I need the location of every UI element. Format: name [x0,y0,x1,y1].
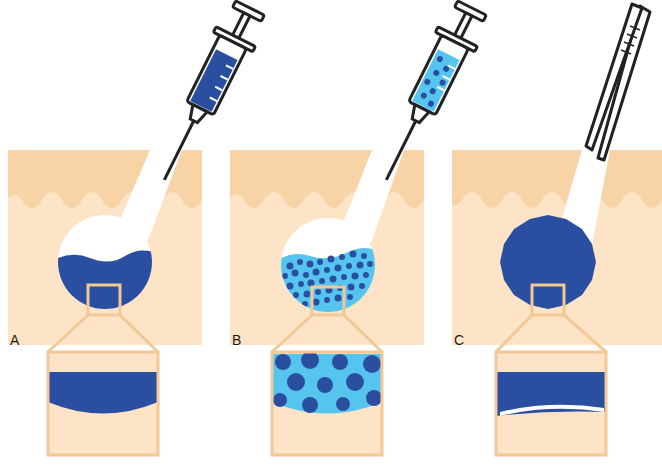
skin-panel [230,150,424,345]
panel-letter: C [454,333,464,347]
tweezers [586,4,650,160]
magnifier [272,287,382,455]
panel-letter: A [10,333,19,347]
panel-letter: B [232,333,241,347]
magnifier [48,285,158,455]
liquid-filler [50,250,160,320]
syringe [367,0,492,190]
solid-implant [500,215,596,309]
skin-panel [8,150,202,345]
syringe [145,0,270,190]
skin-panel [452,150,662,345]
magnifier [496,285,606,455]
particle-suspension [275,248,380,320]
